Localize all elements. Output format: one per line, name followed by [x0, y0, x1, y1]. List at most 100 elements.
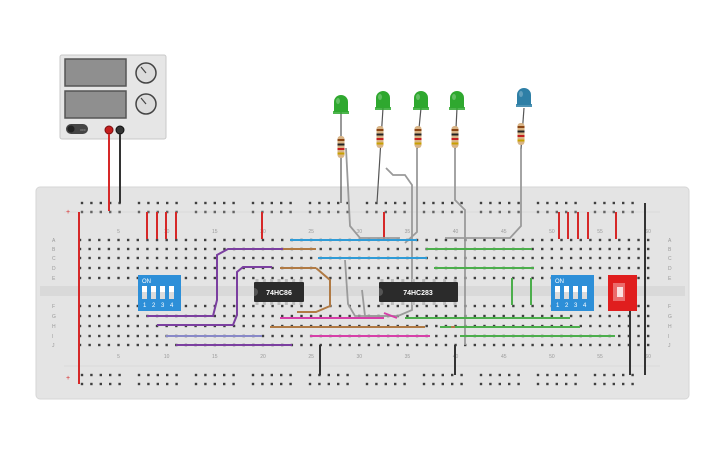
breadboard-hole[interactable]: [203, 256, 207, 260]
breadboard-hole[interactable]: [618, 238, 621, 242]
breadboard-hole[interactable]: [136, 276, 139, 280]
breadboard-hole[interactable]: [242, 238, 245, 242]
pink-wires[interactable]: [280, 312, 430, 337]
breadboard-hole[interactable]: [165, 238, 168, 242]
breadboard-hole[interactable]: [569, 247, 573, 251]
rail-hole[interactable]: [251, 382, 255, 386]
rail-hole[interactable]: [555, 201, 558, 205]
rail-hole[interactable]: [565, 382, 568, 386]
breadboard-hole[interactable]: [386, 304, 390, 308]
rail-hole[interactable]: [593, 373, 597, 377]
breadboard-hole[interactable]: [454, 256, 457, 260]
breadboard-hole[interactable]: [579, 314, 582, 318]
rail-hole[interactable]: [156, 201, 159, 205]
rail-hole[interactable]: [175, 201, 178, 205]
breadboard-hole[interactable]: [358, 304, 361, 308]
breadboard-hole[interactable]: [300, 334, 303, 338]
breadboard-hole[interactable]: [444, 314, 448, 318]
breadboard-hole[interactable]: [155, 238, 159, 242]
breadboard-hole[interactable]: [184, 276, 188, 280]
brown-wires[interactable]: [270, 248, 455, 328]
rail-hole[interactable]: [90, 373, 93, 377]
breadboard-hole[interactable]: [637, 238, 640, 242]
breadboard-hole[interactable]: [126, 324, 130, 328]
breadboard-hole[interactable]: [377, 304, 380, 308]
rail-hole[interactable]: [289, 382, 292, 386]
breadboard-hole[interactable]: [406, 247, 409, 251]
breadboard-hole[interactable]: [319, 314, 322, 318]
breadboard-hole[interactable]: [232, 304, 236, 308]
breadboard-hole[interactable]: [232, 324, 236, 328]
breadboard-hole[interactable]: [502, 276, 505, 280]
rail-hole[interactable]: [508, 382, 511, 386]
rail-hole[interactable]: [261, 382, 264, 386]
rail-hole[interactable]: [460, 373, 463, 377]
breadboard-hole[interactable]: [261, 334, 265, 338]
rail-hole[interactable]: [194, 373, 198, 377]
breadboard-hole[interactable]: [415, 314, 419, 318]
breadboard-hole[interactable]: [175, 266, 178, 270]
breadboard-hole[interactable]: [550, 266, 554, 270]
breadboard-hole[interactable]: [473, 314, 477, 318]
leds[interactable]: [333, 88, 532, 114]
breadboard-hole[interactable]: [213, 276, 217, 280]
breadboard-hole[interactable]: [203, 266, 207, 270]
rail-hole[interactable]: [109, 201, 112, 205]
rail-hole[interactable]: [156, 373, 159, 377]
breadboard-hole[interactable]: [271, 314, 274, 318]
breadboard-hole[interactable]: [175, 256, 178, 260]
rail-hole[interactable]: [99, 373, 102, 377]
rail-hole[interactable]: [308, 201, 312, 205]
rail-hole[interactable]: [156, 382, 159, 386]
breadboard-hole[interactable]: [444, 238, 448, 242]
breadboard-hole[interactable]: [627, 334, 631, 338]
rail-hole[interactable]: [166, 382, 169, 386]
breadboard-hole[interactable]: [290, 256, 294, 260]
breadboard-hole[interactable]: [367, 247, 371, 251]
breadboard-hole[interactable]: [637, 304, 640, 308]
breadboard-hole[interactable]: [521, 343, 525, 347]
breadboard-hole[interactable]: [261, 276, 265, 280]
breadboard-hole[interactable]: [146, 324, 149, 328]
breadboard-hole[interactable]: [425, 304, 428, 308]
breadboard-hole[interactable]: [425, 276, 428, 280]
breadboard-hole[interactable]: [512, 276, 515, 280]
breadboard-hole[interactable]: [512, 256, 515, 260]
breadboard-hole[interactable]: [473, 304, 477, 308]
breadboard-hole[interactable]: [281, 256, 284, 260]
breadboard-hole[interactable]: [155, 343, 159, 347]
breadboard-hole[interactable]: [541, 256, 544, 260]
rail-hole[interactable]: [261, 373, 264, 377]
rail-hole[interactable]: [555, 373, 558, 377]
breadboard-hole[interactable]: [203, 238, 207, 242]
rail-hole[interactable]: [479, 373, 483, 377]
breadboard-hole[interactable]: [88, 256, 91, 260]
rail-hole[interactable]: [147, 201, 150, 205]
breadboard-hole[interactable]: [406, 304, 409, 308]
breadboard-hole[interactable]: [98, 276, 101, 280]
rail-hole[interactable]: [175, 382, 178, 386]
led[interactable]: [375, 91, 391, 110]
breadboard-hole[interactable]: [165, 266, 168, 270]
blue-wires[interactable]: [290, 239, 427, 259]
breadboard-hole[interactable]: [435, 304, 438, 308]
rail-hole[interactable]: [403, 382, 406, 386]
resistor[interactable]: [414, 126, 422, 148]
chip-74hc86[interactable]: 74HC86: [254, 279, 304, 305]
breadboard-hole[interactable]: [521, 314, 525, 318]
breadboard-hole[interactable]: [454, 276, 457, 280]
breadboard-hole[interactable]: [88, 334, 91, 338]
breadboard-hole[interactable]: [261, 238, 265, 242]
breadboard-hole[interactable]: [415, 276, 419, 280]
breadboard-hole[interactable]: [425, 343, 428, 347]
breadboard-hole[interactable]: [560, 238, 563, 242]
breadboard-hole[interactable]: [300, 343, 303, 347]
breadboard-hole[interactable]: [541, 238, 544, 242]
breadboard-hole[interactable]: [348, 247, 351, 251]
breadboard-hole[interactable]: [319, 247, 322, 251]
breadboard-hole[interactable]: [425, 266, 428, 270]
psu-terminal-positive[interactable]: [104, 125, 114, 135]
breadboard-hole[interactable]: [569, 343, 573, 347]
breadboard-hole[interactable]: [569, 266, 573, 270]
breadboard-hole[interactable]: [502, 343, 505, 347]
